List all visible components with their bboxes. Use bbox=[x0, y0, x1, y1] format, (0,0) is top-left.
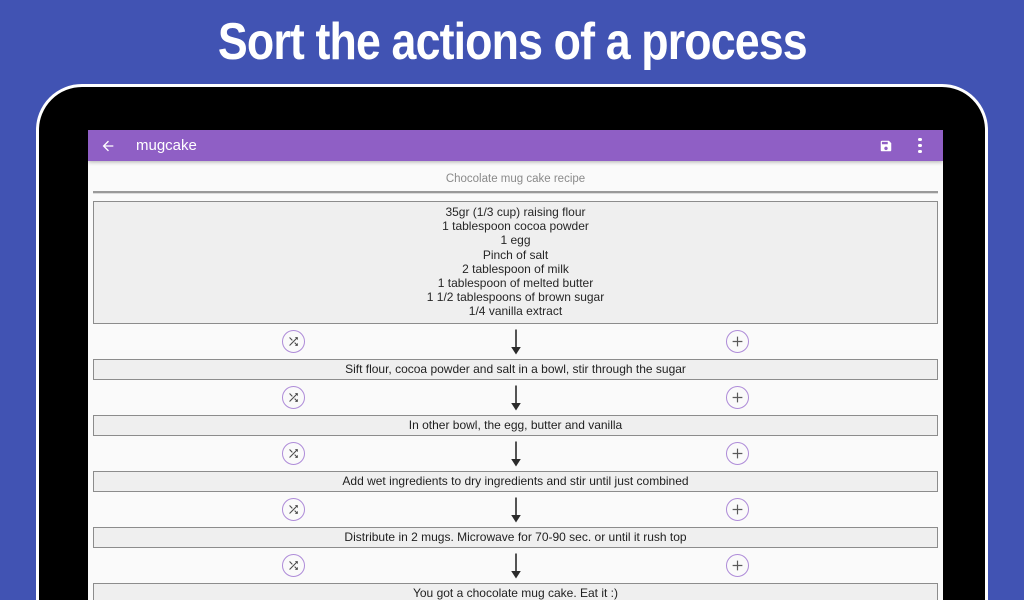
step-item[interactable]: Distribute in 2 mugs. Microwave for 70-9… bbox=[93, 526, 938, 548]
arrow-down-icon bbox=[509, 496, 523, 523]
shuffle-icon[interactable] bbox=[282, 385, 305, 409]
ingredient-line: Pinch of salt bbox=[482, 247, 549, 262]
step-text: Add wet ingredients to dry ingredients a… bbox=[342, 474, 689, 489]
ingredient-line: 2 tablespoon of milk bbox=[462, 261, 569, 276]
banner: Sort the actions of a process bbox=[0, 0, 1024, 84]
app-screen: mugcake Chocolate mug cake recipe 35gr (… bbox=[88, 130, 943, 600]
arrow-down-icon bbox=[509, 552, 523, 579]
step-item[interactable]: You got a chocolate mug cake. Eat it :) bbox=[93, 582, 938, 600]
steps-list: Sift flour, cocoa powder and salt in a b… bbox=[88, 327, 943, 600]
step-text: Distribute in 2 mugs. Microwave for 70-9… bbox=[344, 530, 687, 545]
add-circle-icon[interactable] bbox=[726, 329, 749, 353]
add-circle-icon[interactable] bbox=[726, 553, 749, 577]
step-item[interactable]: In other bowl, the egg, butter and vanil… bbox=[93, 414, 938, 436]
add-circle-icon[interactable] bbox=[726, 497, 749, 521]
ingredient-line: 1 1/2 tablespoons of brown sugar bbox=[426, 290, 605, 305]
app-toolbar: mugcake bbox=[88, 130, 943, 161]
page-title: mugcake bbox=[136, 137, 197, 154]
step-separator bbox=[282, 439, 749, 468]
ingredient-line: 1 egg bbox=[500, 233, 531, 248]
arrow-down-icon bbox=[509, 440, 523, 467]
shuffle-icon[interactable] bbox=[282, 497, 305, 521]
step-separator bbox=[282, 383, 749, 412]
ingredient-line: 35gr (1/3 cup) raising flour bbox=[445, 205, 586, 219]
add-circle-icon[interactable] bbox=[726, 385, 749, 409]
add-circle-icon[interactable] bbox=[726, 441, 749, 465]
ingredient-line: 1 tablespoon cocoa powder bbox=[442, 219, 589, 234]
process-title[interactable]: Chocolate mug cake recipe bbox=[445, 173, 586, 185]
step-separator bbox=[282, 495, 749, 524]
banner-title: Sort the actions of a process bbox=[217, 13, 808, 71]
step-separator bbox=[282, 327, 749, 356]
arrow-down-icon bbox=[509, 328, 523, 355]
shuffle-icon[interactable] bbox=[282, 329, 305, 353]
arrow-down-icon bbox=[509, 384, 523, 411]
shuffle-icon[interactable] bbox=[282, 441, 305, 465]
overflow-menu-icon[interactable] bbox=[903, 137, 937, 154]
title-underline bbox=[93, 191, 938, 194]
process-editor: Chocolate mug cake recipe 35gr (1/3 cup)… bbox=[88, 173, 943, 600]
step-text: You got a chocolate mug cake. Eat it :) bbox=[412, 586, 618, 600]
step-item[interactable]: Sift flour, cocoa powder and salt in a b… bbox=[93, 358, 938, 380]
shuffle-icon[interactable] bbox=[282, 553, 305, 577]
step-separator bbox=[282, 551, 749, 580]
step-text: In other bowl, the egg, butter and vanil… bbox=[408, 418, 623, 433]
save-icon[interactable] bbox=[869, 139, 903, 153]
tablet-frame: mugcake Chocolate mug cake recipe 35gr (… bbox=[36, 84, 988, 600]
ingredient-line: 1 tablespoon of melted butter bbox=[437, 276, 594, 291]
back-arrow-icon[interactable] bbox=[88, 138, 128, 154]
ingredient-line: 1/4 vanilla extract bbox=[468, 304, 563, 319]
step-item[interactable]: Add wet ingredients to dry ingredients a… bbox=[93, 470, 938, 492]
step-text: Sift flour, cocoa powder and salt in a b… bbox=[345, 362, 686, 377]
